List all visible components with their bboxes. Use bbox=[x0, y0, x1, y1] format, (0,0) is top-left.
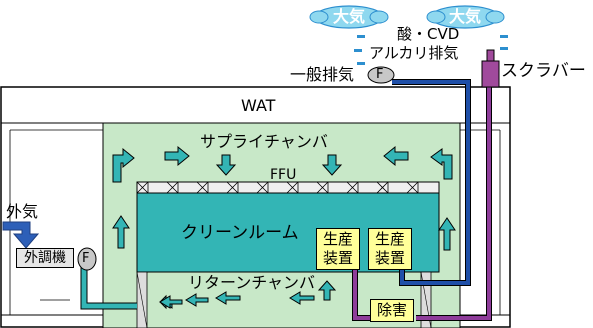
return-chamber-label: リターンチャンバ bbox=[188, 273, 316, 292]
exhaust-fan-letter: F bbox=[376, 67, 384, 82]
cloud-right-icon bbox=[426, 5, 505, 29]
arrow-up-right bbox=[438, 217, 456, 251]
scrubber-stack bbox=[486, 49, 495, 62]
arrow-return-up bbox=[317, 280, 337, 301]
arrow-return-2 bbox=[185, 293, 209, 307]
arrow-left bbox=[383, 145, 409, 167]
abatement-label: 除害 bbox=[370, 299, 414, 322]
wat-label: WAT bbox=[241, 96, 276, 115]
acid-cvd-label: 酸・CVD bbox=[397, 25, 460, 43]
arrow-right bbox=[164, 145, 190, 167]
exhaust-dashes bbox=[354, 35, 508, 65]
scrubber-unit bbox=[481, 60, 500, 88]
arrow-return-4 bbox=[289, 291, 315, 305]
arrow-return-3 bbox=[215, 291, 241, 305]
ffu-band bbox=[136, 181, 440, 194]
outside-air-label: 外気 bbox=[6, 202, 39, 221]
supply-chamber-label: サプライチャンバ bbox=[200, 132, 328, 151]
arrow-corner-topright bbox=[430, 148, 453, 180]
arrow-down-2 bbox=[321, 154, 343, 176]
clean-room-label: クリーンルーム bbox=[181, 223, 299, 243]
outside-air-fan-letter: F bbox=[82, 251, 90, 266]
ffu-hatch bbox=[136, 181, 419, 194]
arrow-down-1 bbox=[215, 154, 237, 176]
atmosphere-left-label: 大気 bbox=[333, 7, 366, 26]
outside-air-conditioner-label: 外調機 bbox=[16, 248, 74, 268]
production-equipment-1: 生産 装置 bbox=[316, 228, 360, 270]
exhaust-fan-icon bbox=[367, 66, 395, 84]
arrow-return-1b bbox=[159, 295, 183, 309]
production-equipment-2: 生産 装置 bbox=[368, 228, 412, 270]
scrubber-label: スクラバー bbox=[501, 61, 586, 81]
atmosphere-right-label: 大気 bbox=[449, 7, 482, 26]
outside-air-arrow bbox=[2, 221, 40, 249]
airflow-arrows bbox=[112, 145, 456, 310]
arrow-corner-topleft bbox=[112, 147, 135, 183]
general-exhaust-label: 一般排気 bbox=[290, 65, 355, 84]
alkali-exhaust-label: アルカリ排気 bbox=[369, 44, 459, 62]
outside-air-fan-icon bbox=[77, 247, 97, 271]
cloud-left-icon bbox=[309, 5, 389, 29]
ffu-label: FFU bbox=[270, 167, 297, 183]
arrow-up-left bbox=[112, 215, 130, 249]
